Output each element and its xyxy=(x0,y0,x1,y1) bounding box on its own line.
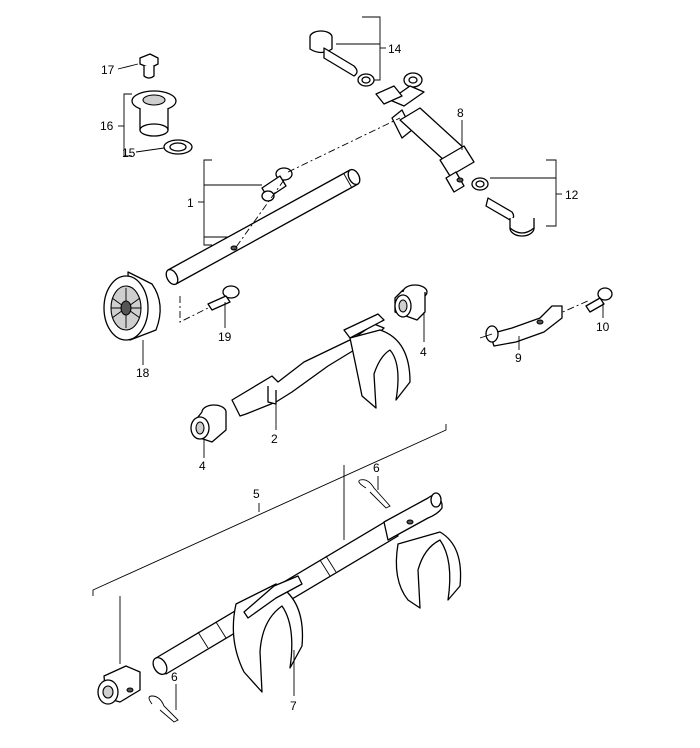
part-4-bushing-upper xyxy=(394,284,428,321)
callout-10: 10 xyxy=(596,320,610,334)
callout-8: 8 xyxy=(457,106,464,120)
part-10-screw xyxy=(585,287,613,313)
callout-15: 15 xyxy=(122,146,136,160)
callout-19: 19 xyxy=(218,330,232,344)
callout-14: 14 xyxy=(388,42,402,56)
callout-4a: 4 xyxy=(420,345,427,359)
callout-1: 1 xyxy=(187,196,194,210)
bracket-1 xyxy=(203,159,212,246)
part-6-clip-lower xyxy=(148,695,179,723)
callout-16: 16 xyxy=(100,119,114,133)
callout-6b: 6 xyxy=(171,670,178,684)
part-15-washer xyxy=(163,139,193,155)
part-9-lever xyxy=(479,305,563,347)
callout-18: 18 xyxy=(136,366,150,380)
part-12-bolt xyxy=(471,177,535,237)
leader-17 xyxy=(117,63,139,70)
part-5-collar xyxy=(97,665,141,705)
callout-6a: 6 xyxy=(373,461,380,475)
bracket-14 xyxy=(362,16,381,81)
part-7-shift-fork xyxy=(232,575,304,693)
callout-7: 7 xyxy=(290,699,297,713)
bracket-12 xyxy=(546,159,557,227)
bracket-5 xyxy=(92,424,447,596)
callout-9: 9 xyxy=(515,351,522,365)
callout-12: 12 xyxy=(565,188,579,202)
part-16-bushing xyxy=(131,90,177,137)
part-4-bushing-lower xyxy=(190,404,227,443)
callout-2: 2 xyxy=(271,432,278,446)
part-17-screw xyxy=(139,53,159,79)
part-5-upper-fork xyxy=(395,531,462,609)
part-1-shift-rod xyxy=(165,167,361,286)
bracket-16 xyxy=(123,93,132,157)
callout-4b: 4 xyxy=(199,459,206,473)
part-6-clip-upper xyxy=(358,479,391,509)
callout-5: 5 xyxy=(253,487,260,501)
callout-17: 17 xyxy=(101,63,115,77)
part-14-bolt xyxy=(309,30,423,88)
part-2-shift-fork xyxy=(231,313,411,417)
part-8-selector-shaft xyxy=(375,85,475,193)
part-19-screw xyxy=(207,285,240,311)
part-18-detent-wheel xyxy=(103,271,161,341)
